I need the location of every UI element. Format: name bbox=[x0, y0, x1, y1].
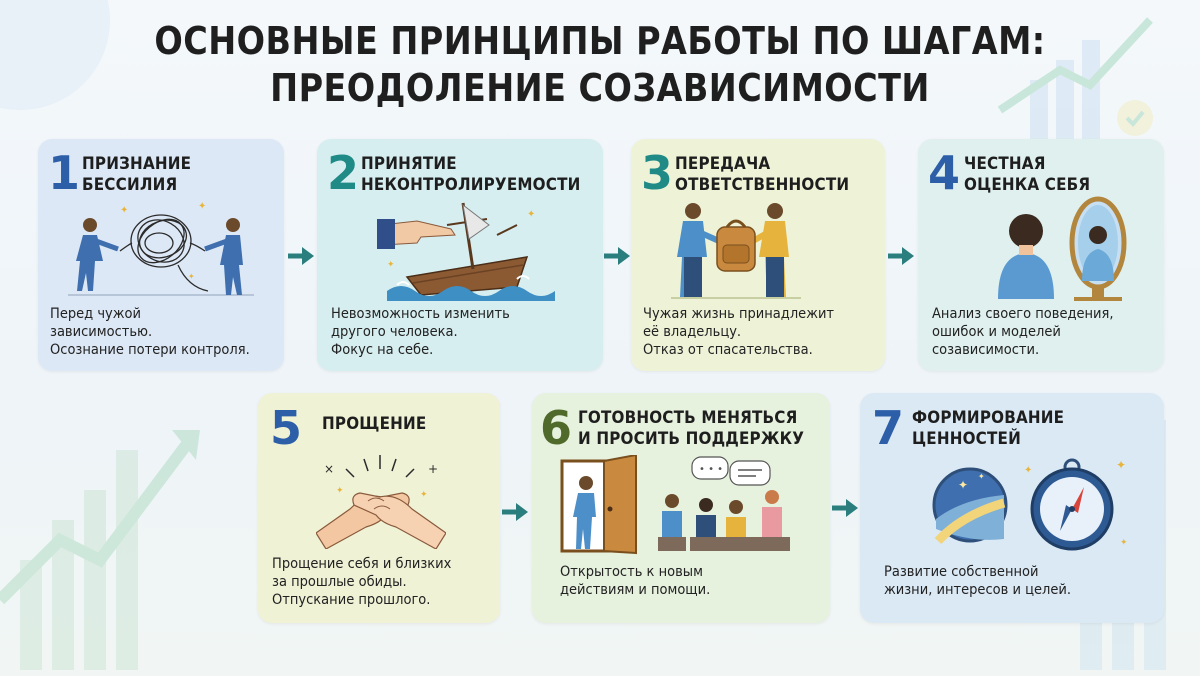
step-description-line: Невозможность изменить bbox=[331, 306, 510, 322]
step-title-line: ПРИЗНАНИЕ bbox=[82, 154, 192, 173]
step-title-line: И ПРОСИТЬ ПОДДЕРЖКУ bbox=[578, 429, 805, 448]
step-card-5: 5 ПРОЩЕНИЕ × + ✦ ✦ Прощение себя и близк… bbox=[258, 393, 500, 623]
svg-text:×: × bbox=[324, 462, 334, 476]
step-title: ПЕРЕДАЧА ОТВЕТСТВЕННОСТИ bbox=[675, 153, 849, 195]
step-description-line: ошибок и моделей bbox=[932, 324, 1061, 340]
step-description-line: Отказ от спасательства. bbox=[643, 342, 813, 358]
svg-text:+: + bbox=[428, 462, 438, 476]
arrow-right-icon bbox=[888, 247, 914, 265]
step-description-line: зависимостью. bbox=[50, 324, 153, 340]
clasped-hands-icon: × + ✦ ✦ bbox=[316, 455, 446, 549]
step-description-line: Перед чужой bbox=[50, 306, 141, 322]
svg-text:✦: ✦ bbox=[1024, 465, 1032, 476]
svg-text:• • •: • • • bbox=[699, 464, 723, 475]
step-number: 5 bbox=[270, 401, 303, 455]
step-title-line: ПЕРЕДАЧА bbox=[675, 154, 771, 173]
step-title-line: ГОТОВНОСТЬ МЕНЯТЬСЯ bbox=[578, 408, 798, 427]
step-description-line: созависимости. bbox=[932, 342, 1040, 358]
step-description-line: Отпускание прошлого. bbox=[272, 592, 431, 608]
step-title-line: ФОРМИРОВАНИЕ bbox=[912, 408, 1065, 427]
step-title-line: ОЦЕНКА СЕБЯ bbox=[964, 175, 1091, 194]
step-card-4: 4 ЧЕСТНАЯ ОЦЕНКА СЕБЯ Анализ своего пове… bbox=[918, 139, 1164, 371]
svg-text:✦: ✦ bbox=[198, 201, 206, 212]
step-description: Прощение себя и близких за прошлые обиды… bbox=[272, 555, 451, 609]
support-group-icon: • • • bbox=[560, 455, 790, 555]
step-card-1: 1 ПРИЗНАНИЕ БЕССИЛИЯ ✦ ✦ ✦ Перед чужой з… bbox=[38, 139, 284, 371]
step-description: Чужая жизнь принадлежит её владельцу. От… bbox=[643, 305, 834, 359]
step-card-3: 3 ПЕРЕДАЧА ОТВЕТСТВЕННОСТИ Чужая жизнь п… bbox=[631, 139, 885, 371]
step-description-line: Фокус на себе. bbox=[331, 342, 434, 358]
step-number: 2 bbox=[327, 146, 360, 200]
step-title: ЧЕСТНАЯ ОЦЕНКА СЕБЯ bbox=[964, 153, 1090, 195]
arrow-right-icon bbox=[502, 503, 528, 521]
step-description-line: Анализ своего поведения, bbox=[932, 306, 1114, 322]
step-description-line: жизни, интересов и целей. bbox=[884, 582, 1071, 598]
step-title: ФОРМИРОВАНИЕ ЦЕННОСТЕЙ bbox=[912, 407, 1064, 449]
svg-text:✦: ✦ bbox=[978, 472, 985, 481]
svg-text:✦: ✦ bbox=[1120, 538, 1128, 548]
step-description-line: за прошлые обиды. bbox=[272, 574, 407, 590]
backpack-handover-icon bbox=[671, 203, 801, 299]
step-title: ПРОЩЕНИЕ bbox=[322, 413, 426, 434]
step-title-line: ПРИНЯТИЕ bbox=[361, 154, 457, 173]
step-title-line: НЕКОНТРОЛИРУЕМОСТИ bbox=[361, 175, 581, 194]
step-description-line: Открытость к новым bbox=[560, 564, 703, 580]
page-title-line-2: ПРЕОДОЛЕНИЕ СОЗАВИСИМОСТИ bbox=[270, 66, 930, 110]
step-title: ПРИЗНАНИЕ БЕССИЛИЯ bbox=[82, 153, 191, 195]
step-description-line: Развитие собственной bbox=[884, 564, 1039, 580]
step-description-line: Чужая жизнь принадлежит bbox=[643, 306, 835, 322]
step-description: Анализ своего поведения, ошибок и моделе… bbox=[932, 305, 1114, 359]
step-description-line: Осознание потери контроля. bbox=[50, 342, 250, 358]
step-description-line: другого человека. bbox=[331, 324, 458, 340]
step-description-line: Прощение себя и близких bbox=[272, 556, 452, 572]
step-title-line: ОТВЕТСТВЕННОСТИ bbox=[675, 175, 850, 194]
svg-text:✦: ✦ bbox=[188, 272, 195, 281]
sinking-boat-icon: ✦ ✦ bbox=[377, 202, 555, 301]
step-card-6: 6 ГОТОВНОСТЬ МЕНЯТЬСЯ И ПРОСИТЬ ПОДДЕРЖК… bbox=[532, 393, 830, 623]
page-title: ОСНОВНЫЕ ПРИНЦИПЫ РАБОТЫ ПО ШАГАМ: ПРЕОД… bbox=[72, 18, 1128, 112]
page-title-line-1: ОСНОВНЫЕ ПРИНЦИПЫ РАБОТЫ ПО ШАГАМ: bbox=[154, 19, 1046, 63]
step-description: Развитие собственной жизни, интересов и … bbox=[884, 563, 1071, 599]
mirror-icon bbox=[998, 196, 1127, 301]
svg-text:✦: ✦ bbox=[387, 260, 395, 270]
step-number: 1 bbox=[48, 146, 81, 200]
svg-text:✦: ✦ bbox=[120, 205, 128, 216]
svg-text:✦: ✦ bbox=[336, 486, 344, 496]
step-title: ПРИНЯТИЕ НЕКОНТРОЛИРУЕМОСТИ bbox=[361, 153, 581, 195]
step-description-line: действиям и помощи. bbox=[560, 582, 711, 598]
step-description: Невозможность изменить другого человека.… bbox=[331, 305, 510, 359]
step-number: 7 bbox=[872, 401, 905, 455]
arrow-right-icon bbox=[604, 247, 630, 265]
tangled-rope-icon: ✦ ✦ ✦ bbox=[68, 201, 254, 296]
svg-text:✦: ✦ bbox=[1116, 458, 1126, 472]
svg-text:✦: ✦ bbox=[958, 478, 968, 492]
step-title-line: БЕССИЛИЯ bbox=[82, 175, 178, 194]
arrow-right-icon bbox=[832, 499, 858, 517]
svg-text:✦: ✦ bbox=[527, 209, 535, 220]
step-number: 4 bbox=[928, 146, 961, 200]
step-title-line: ЦЕННОСТЕЙ bbox=[912, 429, 1021, 448]
step-title-line: ЧЕСТНАЯ bbox=[964, 154, 1046, 173]
step-description: Открытость к новым действиям и помощи. bbox=[560, 563, 710, 599]
step-description: Перед чужой зависимостью. Осознание поте… bbox=[50, 305, 250, 359]
step-description-line: её владельцу. bbox=[643, 324, 742, 340]
step-card-7: 7 ФОРМИРОВАНИЕ ЦЕННОСТЕЙ ✦ ✦ ✦ ✦ ✦ Разви… bbox=[860, 393, 1164, 623]
step-number: 3 bbox=[641, 146, 674, 200]
step-title: ГОТОВНОСТЬ МЕНЯТЬСЯ И ПРОСИТЬ ПОДДЕРЖКУ bbox=[578, 407, 804, 449]
arrow-right-icon bbox=[288, 247, 314, 265]
compass-icon: ✦ ✦ ✦ ✦ ✦ bbox=[932, 458, 1128, 551]
step-card-2: 2 ПРИНЯТИЕ НЕКОНТРОЛИРУЕМОСТИ ✦ ✦ Невозм… bbox=[317, 139, 603, 371]
svg-text:✦: ✦ bbox=[420, 490, 428, 500]
step-number: 6 bbox=[540, 401, 573, 455]
step-title-line: ПРОЩЕНИЕ bbox=[322, 414, 427, 433]
